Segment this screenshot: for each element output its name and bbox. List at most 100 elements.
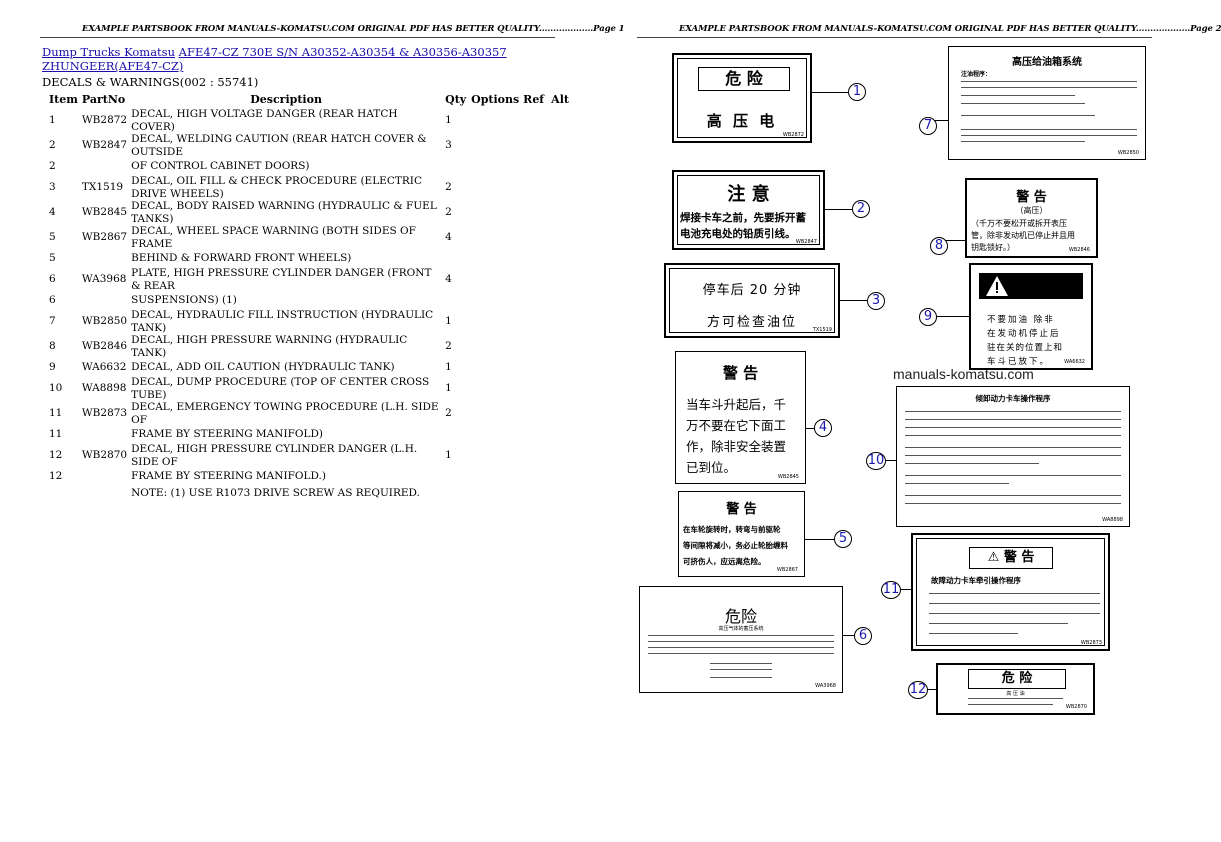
- cell-alt: [549, 443, 571, 468]
- leader-line-7: [935, 120, 948, 121]
- cell-description: DECAL, EMERGENCY TOWING PROCEDURE (L.H. …: [131, 401, 439, 426]
- cell-ref: [521, 250, 549, 267]
- cell-description: DECAL, BODY RAISED WARNING (HYDRAULIC & …: [131, 200, 437, 225]
- leader-line-5: [805, 539, 834, 540]
- cell-options: [469, 443, 521, 468]
- breadcrumb: Dump Trucks Komatsu AFE47-CZ 730E S/N A3…: [42, 45, 562, 73]
- decal-7-hydraulic-fill-instruction: 高压给油箱系统 注油程序： WB2850: [948, 46, 1146, 160]
- cell-partno: [80, 292, 129, 309]
- decal-12-high-pressure-cylinder-danger: 危 险 高 压 油 WB2870: [936, 663, 1095, 715]
- cell-partno: WA8898: [81, 382, 127, 395]
- cell-qty: 4: [445, 231, 452, 244]
- cell-qty: [443, 426, 469, 443]
- cell-item: [45, 485, 80, 502]
- cell-alt: [549, 267, 571, 292]
- page-header: EXAMPLE PARTSBOOK FROM MANUALS-KOMATSU.C…: [82, 24, 625, 34]
- cell-item: 11: [49, 428, 63, 441]
- cell-description: DECAL, HIGH PRESSURE WARNING (HYDRAULIC …: [131, 334, 408, 359]
- decal-6-subtitle: 高压气体的蓄压系统: [718, 626, 764, 632]
- cell-options: [469, 158, 521, 175]
- decal-3-oil-check: 停车后 20 分钟 方可检查油位 TX1519: [664, 263, 840, 338]
- breadcrumb-link-model[interactable]: AFE47-CZ 730E S/N A30352-A30354 & A30356…: [42, 45, 507, 73]
- cell-alt: [549, 133, 571, 158]
- decal-2-code: WB2847: [795, 239, 817, 245]
- cell-description: DECAL, WHEEL SPACE WARNING (BOTH SIDES O…: [131, 225, 416, 250]
- cell-qty: [443, 292, 469, 309]
- cell-alt: [549, 225, 571, 250]
- decal-8-subtitle: （高压）: [1015, 206, 1048, 215]
- decal-6-high-pressure-cylinder-danger: 危险 高压气体的蓄压系统 WA3968: [639, 586, 843, 693]
- decal-5-line-3: 可挤伤人，应远离危险。: [683, 557, 766, 566]
- callout-11: 11: [881, 581, 901, 599]
- cell-partno: TX1519: [81, 181, 124, 194]
- decal-9-line-4: 车斗已放下。: [987, 357, 1051, 367]
- decal-9-line-3: 驻在关的位置上和: [987, 343, 1064, 353]
- callout-4: 4: [814, 419, 832, 437]
- decal-6-code: WA3968: [815, 683, 836, 689]
- cell-qty: 3: [445, 139, 452, 152]
- table-row: NOTE: (1) USE R1073 DRIVE SCREW AS REQUI…: [45, 485, 571, 502]
- cell-alt: [549, 359, 571, 376]
- breadcrumb-link-manufacturer[interactable]: Dump Trucks Komatsu: [42, 45, 175, 59]
- decal-12-code: WB2870: [1065, 704, 1087, 710]
- decal-8-line-1: （千万不要松开或拆开表压: [971, 219, 1067, 228]
- callout-3: 3: [867, 292, 885, 310]
- callout-6: 6: [854, 627, 872, 645]
- cell-qty: 2: [445, 181, 452, 194]
- cell-item: 1: [49, 114, 56, 127]
- cell-description: NOTE: (1) USE R1073 DRIVE SCREW AS REQUI…: [131, 487, 420, 500]
- cell-qty: 2: [445, 407, 452, 420]
- decal-8-line-2: 管，除非发动机已停止并且用: [971, 231, 1075, 240]
- cell-alt: [549, 200, 571, 225]
- cell-partno: WB2873: [81, 407, 128, 420]
- cell-description: FRAME BY STEERING MANIFOLD.): [131, 470, 326, 483]
- cell-ref: [521, 225, 549, 250]
- cell-alt: [549, 108, 571, 133]
- decal-11-title: ⚠ 警 告: [969, 547, 1053, 569]
- cell-description: DECAL, HYDRAULIC FILL INSTRUCTION (HYDRA…: [131, 309, 434, 334]
- cell-description: SUSPENSIONS) (1): [131, 294, 237, 307]
- decal-2-line-2: 电池充电处的铅质引线。: [680, 228, 796, 240]
- leader-line-12: [926, 689, 936, 690]
- cell-partno: [80, 485, 129, 502]
- cell-qty: 2: [445, 206, 452, 219]
- cell-item: 5: [49, 231, 56, 244]
- header-rule: [40, 37, 555, 38]
- cell-alt: [549, 376, 571, 401]
- cell-description: BEHIND & FORWARD FRONT WHEELS): [131, 252, 352, 265]
- cell-options: [469, 426, 521, 443]
- cell-options: [469, 175, 521, 200]
- col-header-item: Item: [49, 92, 78, 106]
- col-header-qty: Qty: [445, 92, 467, 106]
- decal-3-code: TX1519: [812, 327, 832, 333]
- decal-10-dump-procedure: 倾卸动力卡车操作程序 WA8898: [896, 386, 1130, 527]
- cell-options: [469, 468, 521, 485]
- decal-10-title: 倾卸动力卡车操作程序: [975, 394, 1051, 403]
- cell-qty: 1: [445, 361, 452, 374]
- cell-item: 6: [49, 273, 56, 286]
- decal-8-high-pressure-warning: 警 告 （高压） （千万不要松开或拆开表压 管，除非发动机已停止并且用 钥匙锁好…: [965, 178, 1098, 258]
- cell-ref: [521, 334, 549, 359]
- cell-alt: [549, 334, 571, 359]
- col-header-ref: Ref: [523, 92, 545, 106]
- cell-description: DECAL, HIGH PRESSURE CYLINDER DANGER (L.…: [131, 443, 418, 468]
- cell-alt: [549, 175, 571, 200]
- decal-7-title: 高压给油箱系统: [1012, 57, 1082, 68]
- leader-line-10: [884, 460, 896, 461]
- cell-ref: [521, 267, 549, 292]
- decal-2-welding-caution: 注 意 焊接卡车之前，先要拆开蓄 电池充电处的铅质引线。 WB2847: [672, 170, 825, 250]
- decal-4-line-2: 万不要在它下面工: [686, 418, 787, 433]
- cell-options: [469, 225, 521, 250]
- page-2: EXAMPLE PARTSBOOK FROM MANUALS-KOMATSU.C…: [595, 0, 1221, 842]
- cell-qty: 4: [445, 273, 452, 286]
- decal-11-subtitle: 故障动力卡车牵引操作程序: [931, 576, 1021, 585]
- cell-ref: [521, 292, 549, 309]
- cell-ref: [521, 426, 549, 443]
- decal-5-code: WB2867: [776, 567, 798, 573]
